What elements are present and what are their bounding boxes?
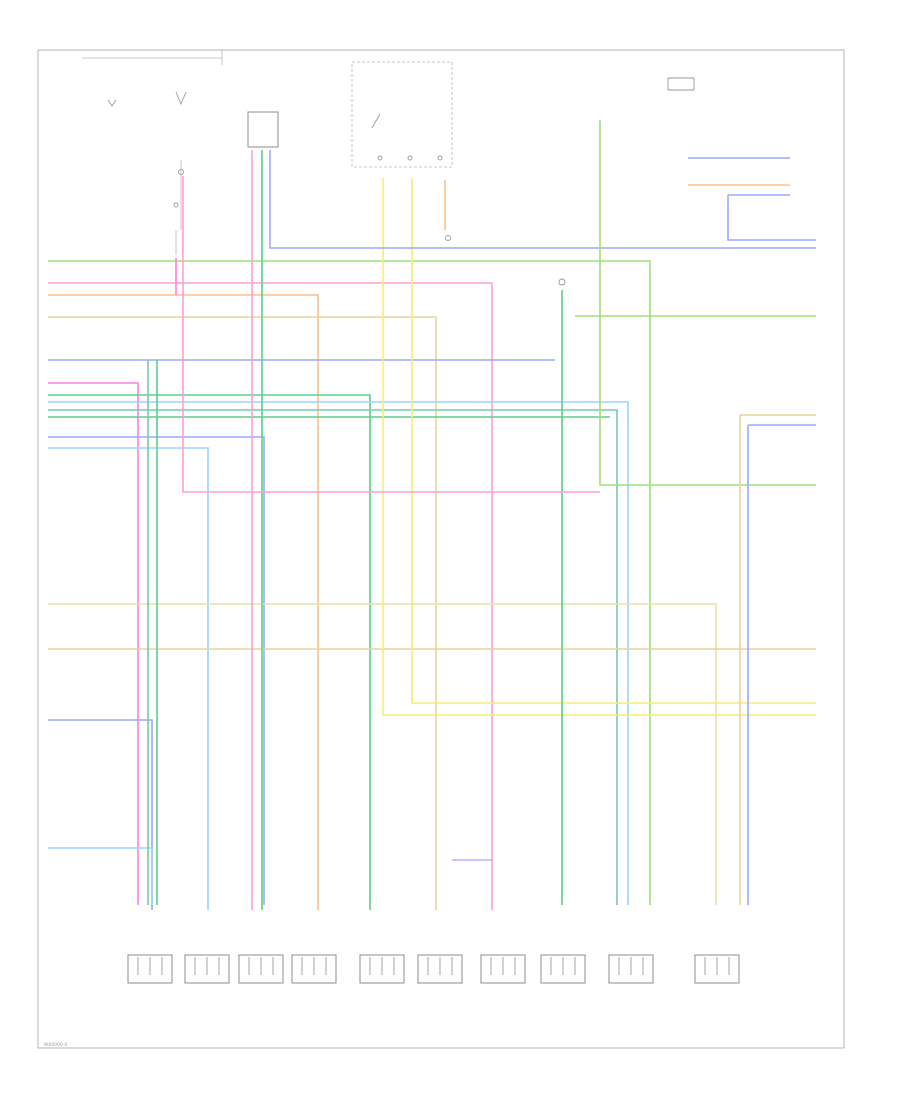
wire-green-6 xyxy=(48,394,371,910)
wire-blue-16 xyxy=(48,719,153,910)
diagram-border xyxy=(37,49,845,1049)
wire-orange-2 xyxy=(48,294,319,910)
wire-blue-20 xyxy=(269,150,816,249)
wire-tan-3 xyxy=(48,316,437,910)
top-left-components xyxy=(82,50,223,255)
wire-pink-33 xyxy=(182,176,600,493)
connector-c1 xyxy=(127,954,173,984)
connector-c5 xyxy=(359,954,405,984)
connector-c7 xyxy=(480,954,526,984)
wire-magenta-4 xyxy=(48,382,139,905)
connector-group xyxy=(127,954,740,984)
connector-c4 xyxy=(291,954,337,984)
wire-lightgreen-25 xyxy=(599,120,816,486)
wire-lightgreen-0 xyxy=(48,260,651,905)
connector-c2 xyxy=(184,954,230,984)
wire-lightblue-11 xyxy=(48,447,209,910)
page-code: W00000-0 xyxy=(44,1042,67,1048)
wire-teal-8 xyxy=(48,409,618,905)
wire-yellow-14 xyxy=(382,178,816,716)
wire-pink-1 xyxy=(48,282,493,910)
connector-c3 xyxy=(238,954,284,984)
wire-blue-10 xyxy=(48,436,265,905)
wire-yellow-15 xyxy=(411,178,816,704)
wire-group xyxy=(48,120,816,910)
wire-khaki-12 xyxy=(48,603,717,905)
center-module xyxy=(247,61,695,286)
wire-blue-24 xyxy=(727,195,816,241)
wire-lightblue-7 xyxy=(48,401,629,905)
wire-lightblue-17 xyxy=(48,847,153,905)
connector-c6 xyxy=(417,954,463,984)
connector-c9 xyxy=(608,954,654,984)
connector-c8 xyxy=(540,954,586,984)
connector-c10 xyxy=(694,954,740,984)
